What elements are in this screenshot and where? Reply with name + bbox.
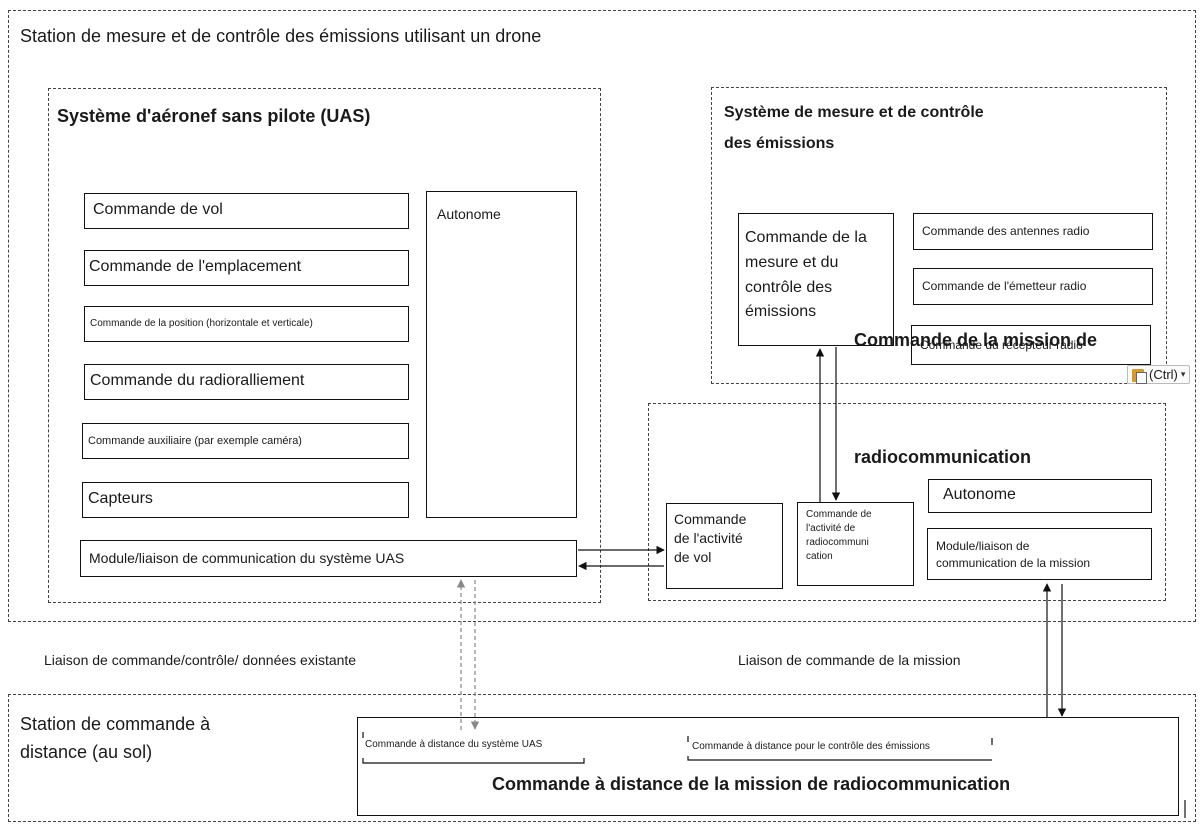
ground-station-frame bbox=[8, 694, 1196, 822]
emission-remote-control-label: Commande à distance pour le contrôle des… bbox=[692, 741, 930, 752]
emission-system-title-line2: des émissions bbox=[724, 135, 835, 152]
uas-flight-control-box: Commande de vol bbox=[84, 193, 409, 229]
uas-sensors-box: Capteurs bbox=[82, 482, 409, 518]
uas-homing-control-box: Commande du radioralliement bbox=[84, 364, 409, 400]
emission-system-title-line1: Système de mesure et de contrôle bbox=[724, 104, 984, 121]
mission-control-title-line2: radiocommunication bbox=[854, 447, 1032, 467]
radio-receiver-control-box: Commande du récepteur radio bbox=[911, 325, 1151, 365]
outer-station-frame bbox=[8, 10, 1196, 622]
mission-comm-module-box: Module/liaison de communication de la mi… bbox=[927, 528, 1152, 580]
radio-activity-control-box: Commande de l'activité de radiocommuni c… bbox=[797, 502, 914, 586]
paste-options-button[interactable]: (Ctrl) ▾ bbox=[1127, 365, 1191, 384]
mission-control-title-line1: Commande de la mission de bbox=[854, 330, 1098, 350]
uas-system-title: Système d'aéronef sans pilote (UAS) bbox=[57, 106, 371, 126]
outer-station-title: Station de mesure et de contrôle des émi… bbox=[20, 26, 542, 46]
paste-options-label: (Ctrl) bbox=[1149, 367, 1178, 382]
uas-system-frame bbox=[48, 88, 601, 603]
flight-activity-control-box: Commande de l'activité de vol bbox=[666, 503, 783, 589]
emission-system-frame bbox=[711, 87, 1167, 384]
clipboard-paste-icon bbox=[1132, 367, 1147, 384]
radio-transmitter-control-box: Commande de l'émetteur radio bbox=[913, 268, 1153, 305]
mission-autonomous-box: Autonome bbox=[928, 479, 1152, 513]
mission-control-frame bbox=[648, 403, 1166, 601]
ground-remote-mission-box bbox=[357, 717, 1179, 816]
uas-comm-module-box: Module/liaison de communication du systè… bbox=[80, 540, 577, 577]
ground-remote-mission-title: Commande à distance de la mission de rad… bbox=[492, 774, 1011, 794]
chevron-down-icon: ▾ bbox=[1180, 369, 1186, 379]
uas-remote-control-label: Commande à distance du système UAS bbox=[365, 739, 543, 750]
mission-link-label: Liaison de commande de la mission bbox=[738, 652, 961, 668]
ground-station-title: Station de commande à distance (au sol) bbox=[20, 714, 211, 762]
uas-location-control-box: Commande de l'emplacement bbox=[84, 250, 409, 286]
uas-auxiliary-control-box: Commande auxiliaire (par exemple caméra) bbox=[82, 423, 409, 459]
existing-link-label: Liaison de commande/contrôle/ données ex… bbox=[44, 652, 357, 668]
uas-autonomous-label: Autonome bbox=[437, 206, 501, 222]
uas-autonomous-box: Autonome bbox=[426, 191, 577, 518]
radio-antenna-control-box: Commande des antennes radio bbox=[913, 213, 1153, 250]
emission-control-main-box: Commande de la mesure et du contrôle des… bbox=[738, 213, 894, 346]
uas-position-control-box: Commande de la position (horizontale et … bbox=[84, 306, 409, 342]
